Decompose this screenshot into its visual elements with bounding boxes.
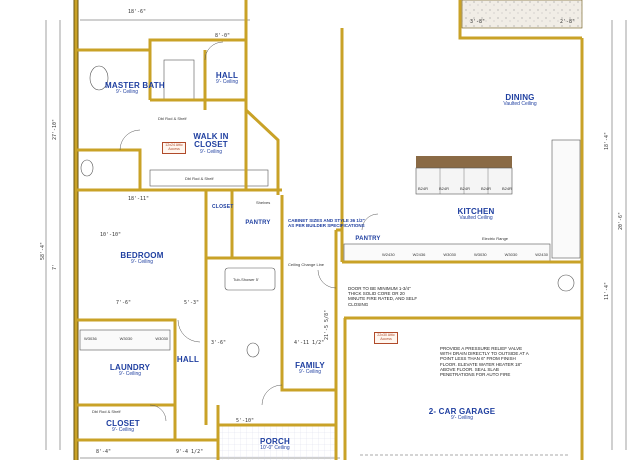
- room-closet-mid: CLOSET: [212, 204, 234, 210]
- cabinet-tag: B24R: [418, 186, 429, 191]
- porch-ceiling: 10'-0" Ceiling: [260, 445, 290, 452]
- walls: [73, 0, 584, 460]
- dim-right-a: 18'-4": [604, 131, 610, 150]
- closet-bottom-ceiling: 9'- Ceiling: [111, 427, 135, 434]
- cabinet-tag: W2430: [535, 252, 548, 257]
- cabinet-tags-upper: B24R B24R B24R B24R B24R: [418, 186, 512, 191]
- dim-left-b: 7': [52, 263, 58, 270]
- dimension-lines: [45, 19, 627, 459]
- dim-top-2: 8'-0": [215, 33, 231, 39]
- garage-ceiling: 9'- Ceiling: [450, 415, 474, 422]
- family-ceiling: 9'- Ceiling: [298, 369, 322, 376]
- closet-bottom-name: CLOSET: [106, 419, 140, 428]
- dim-bottom-1: 8'-4": [96, 449, 112, 455]
- shelf-note-closet: Dbl Rod & Shelf: [185, 176, 214, 181]
- cabinet-tag: B24R: [480, 186, 491, 191]
- pantry-mid-name: PANTRY: [245, 220, 271, 226]
- cabinet-tag: B24R: [459, 186, 470, 191]
- garage-name: 2- CAR GARAGE: [428, 407, 496, 416]
- room-laundry: LAUNDRY 9'- Ceiling: [100, 363, 160, 378]
- kitchen-cabinets: [79, 139, 581, 351]
- kitchen-ceiling: Vaulted Ceiling: [459, 215, 493, 222]
- pantry-kitchen-name: PANTRY: [355, 236, 381, 242]
- family-name: FAMILY: [295, 361, 325, 370]
- cabinet-tag: W2430: [382, 252, 395, 257]
- shelf-note-top: Dbl Rod & Shelf: [158, 116, 187, 121]
- door-note: DOOR TO BE MINIMUM 1-3/4" THICK SOLID CO…: [348, 286, 418, 307]
- room-dining: DINING Vaulted Ceiling: [490, 93, 550, 108]
- cabinet-tag: W3030: [504, 252, 518, 257]
- walk-in-closet-ceiling: 9'- Ceiling: [199, 148, 223, 155]
- shelf-note-bottom: Dbl Rod & Shelf: [92, 409, 121, 414]
- room-closet-bottom: CLOSET 9'- Ceiling: [98, 419, 148, 434]
- dim-right-c: 11'-4": [604, 281, 610, 300]
- master-bath-ceiling: 9'- Ceiling: [115, 89, 139, 96]
- dim-bottom-3: 5'-10": [236, 418, 255, 424]
- dim-right-b: 20'-6": [618, 211, 624, 230]
- room-kitchen: KITCHEN Vaulted Ceiling: [446, 207, 506, 222]
- closet-mid-name: CLOSET: [212, 204, 234, 210]
- dim-top-1: 18'-6": [128, 9, 147, 15]
- cabinet-tag: W3030: [473, 252, 487, 257]
- cabinet-tags-lower: W2430 W2436 W3030 W3030 W3030 W2430: [382, 252, 548, 257]
- cabinet-tag: B24R: [501, 186, 512, 191]
- hall-bottom-name: HALL: [176, 355, 200, 364]
- dim-top-3: 3'-8": [470, 19, 486, 25]
- hall-top-ceiling: 9'- Ceiling: [215, 79, 239, 86]
- room-garage: 2- CAR GARAGE 9'- Ceiling: [422, 407, 502, 422]
- room-hall-top: HALL 9'- Ceiling: [210, 71, 244, 86]
- shelving-note: Shelves: [256, 200, 271, 205]
- laundry-name: LAUNDRY: [109, 363, 151, 372]
- dim-hall-3: 3'-6": [211, 340, 227, 346]
- bedroom-ceiling: 9'- Ceiling: [130, 259, 154, 266]
- cabinet-tag: W3030: [155, 336, 168, 341]
- attic-access-stamp-2: 22x30 Attic Access: [374, 332, 398, 344]
- dim-bedroom-height: 10'-10": [100, 232, 122, 238]
- cabinet-tag: W3036: [84, 336, 97, 341]
- fixtures: [80, 59, 575, 358]
- room-family: FAMILY 9'- Ceiling: [290, 361, 330, 376]
- cabinet-tag: W3030: [443, 252, 456, 257]
- stone-ledge: [461, 0, 583, 29]
- room-bedroom: BEDROOM 9'- Ceiling: [112, 251, 172, 266]
- cabinet-tags-laundry: W3036 W3030 W3030: [84, 336, 168, 341]
- cabinet-tag: B24R: [438, 186, 449, 191]
- walk-in-closet-name: WALK IN CLOSET: [193, 132, 229, 150]
- laundry-ceiling: 9'- Ceiling: [118, 371, 142, 378]
- room-pantry-mid: PANTRY: [238, 220, 278, 226]
- dim-left-total: 58'-4": [40, 241, 46, 260]
- cabinet-tag: W3030: [119, 336, 133, 341]
- dim-hall-1: 7'-6": [116, 300, 132, 306]
- dim-bedroom-width: 18'-11": [128, 196, 150, 202]
- bedroom-name: BEDROOM: [120, 251, 164, 260]
- porch-floor: [218, 425, 336, 460]
- room-master-bath: MASTER BATH 9'- Ceiling: [105, 81, 165, 96]
- room-hall-bottom: HALL: [174, 355, 202, 364]
- dim-hall-2: 5'-3": [184, 300, 200, 306]
- dim-top-4: 2'-8": [560, 19, 576, 25]
- door-swings: [119, 41, 379, 422]
- electric-range-note: Electric Range: [482, 236, 509, 241]
- dining-ceiling: Vaulted Ceiling: [503, 101, 537, 108]
- hall-top-name: HALL: [215, 71, 239, 80]
- cabinet-tag: W2436: [412, 252, 426, 257]
- room-pantry-kitchen: PANTRY: [348, 236, 388, 242]
- porch-name: PORCH: [260, 437, 290, 446]
- pressure-relief-note: PROVIDE A PRESSURE RELIEF VALVE WITH DRA…: [440, 346, 529, 377]
- tub-note: Tub-Shower 5': [233, 277, 259, 282]
- room-walk-in-closet: WALK IN CLOSET 9'- Ceiling: [186, 132, 236, 155]
- dim-family: 4'-11 1/2": [294, 340, 325, 346]
- dim-bottom-2: 9'-4 1/2": [176, 449, 204, 455]
- ceiling-change-note: Ceiling Change Line: [288, 262, 325, 267]
- attic-access-stamp-1: 12x24 Attic Access: [162, 142, 186, 154]
- dining-name: DINING: [505, 93, 535, 102]
- master-bath-name: MASTER BATH: [105, 81, 165, 90]
- dim-left-a: 27'-10": [52, 118, 58, 140]
- kitchen-name: KITCHEN: [457, 207, 495, 216]
- room-porch: PORCH 10'-0" Ceiling: [250, 437, 300, 452]
- cabinet-note: CABINET SIZES AND STYLE 36 1/2" AS PER B…: [288, 218, 365, 229]
- dim-mid: 21'-5 5/8": [324, 309, 330, 340]
